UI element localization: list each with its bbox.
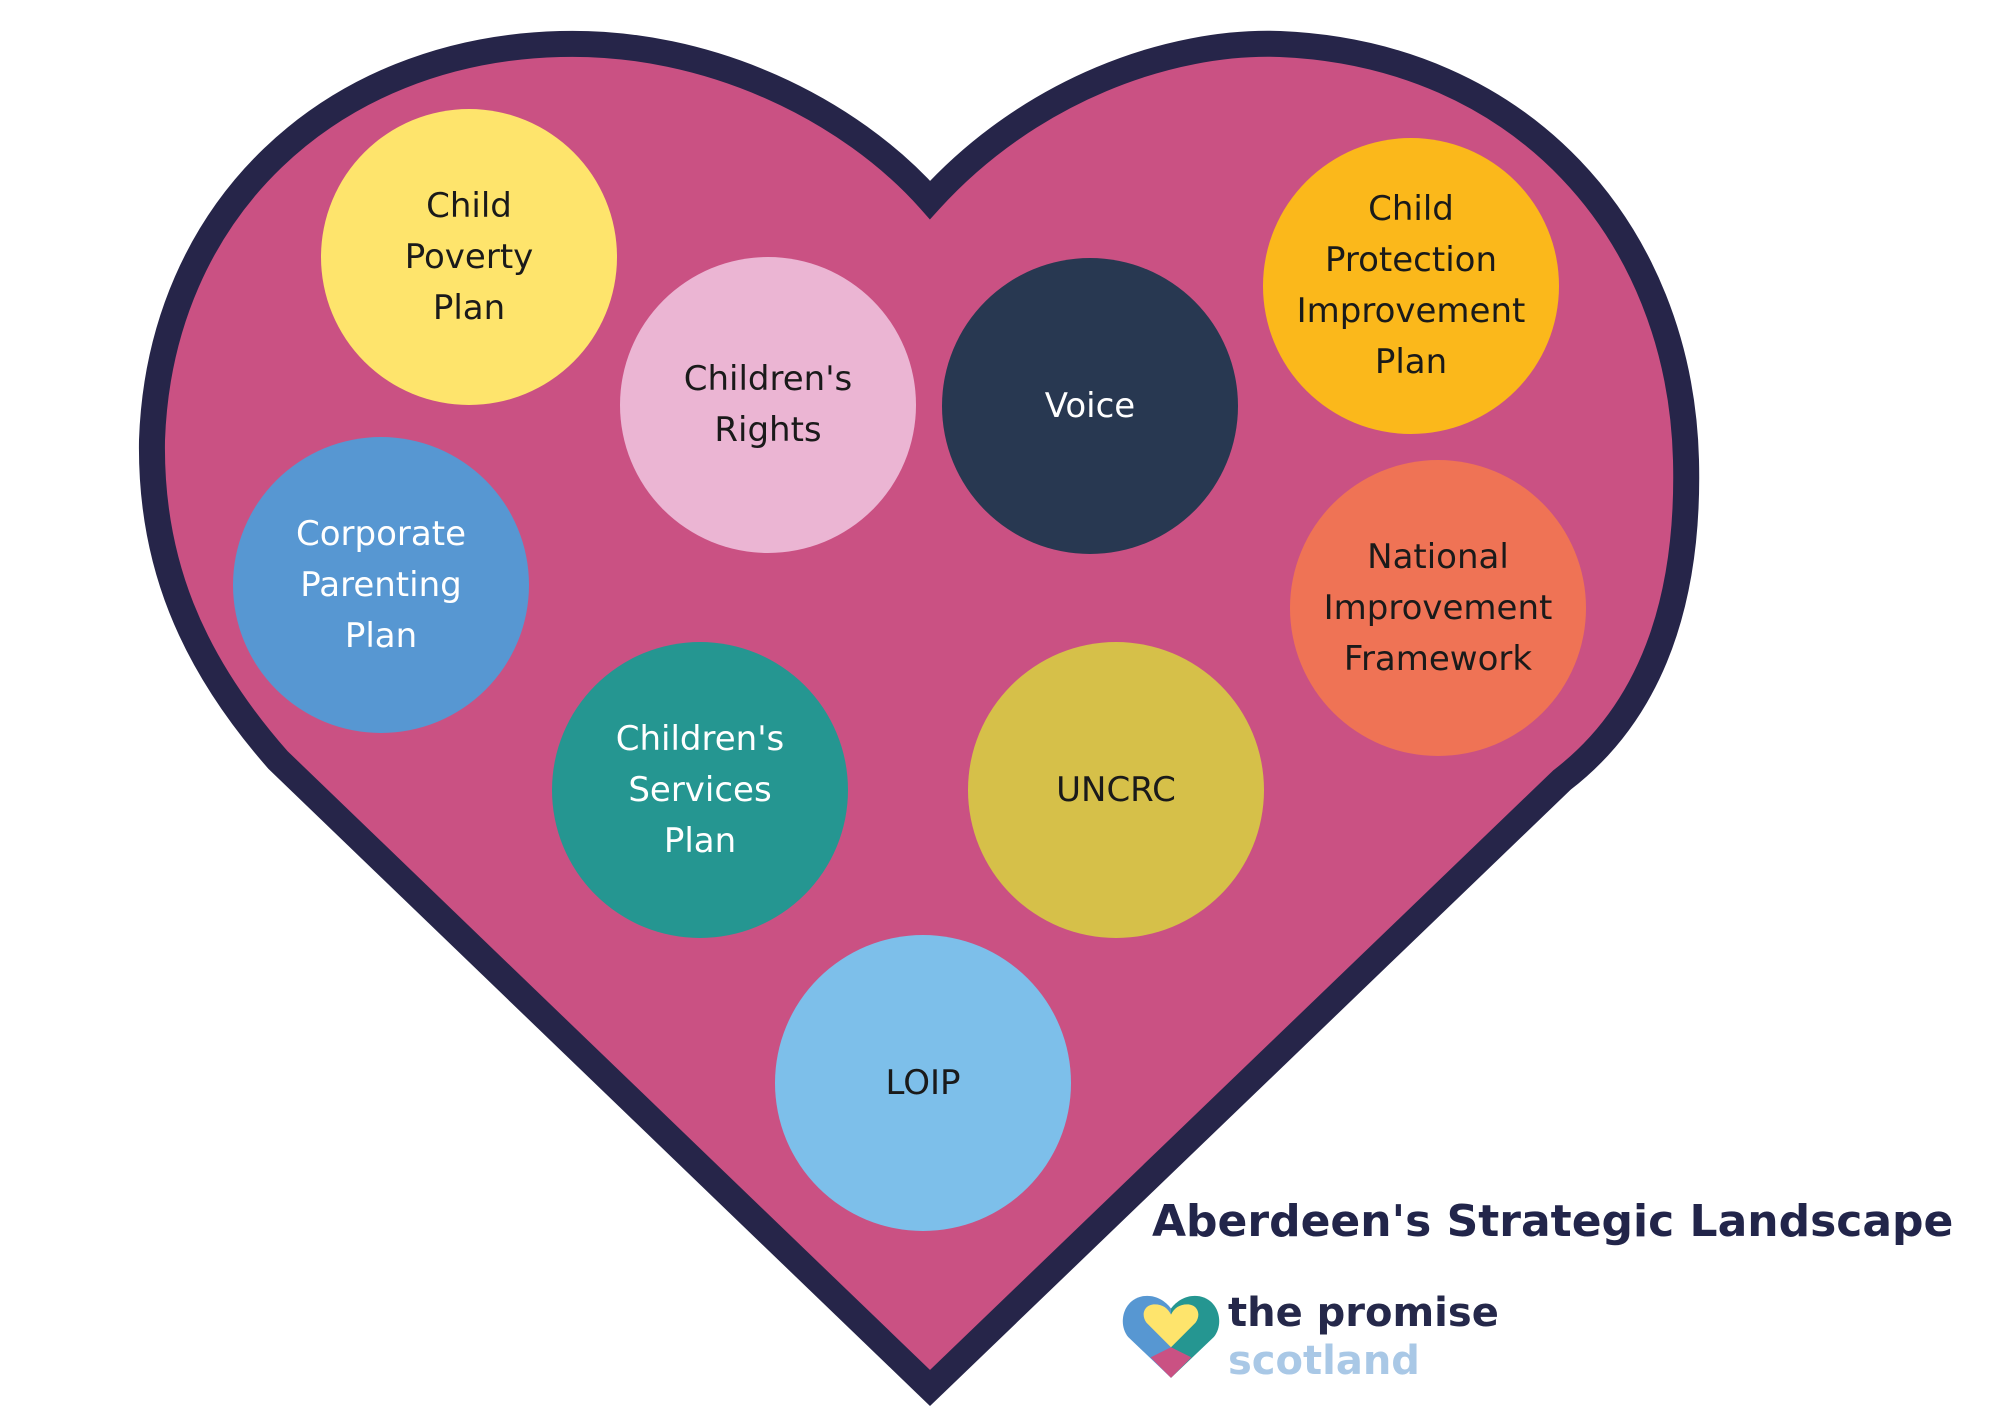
bubble-uncrc: UNCRC xyxy=(968,642,1264,938)
bubble-voice: Voice xyxy=(942,258,1238,554)
bubble-label-child-protection-improvement-plan: Child Protection Improvement Plan xyxy=(1296,189,1526,382)
logo-bottom-point xyxy=(1150,1347,1192,1378)
promise-heart-logo-icon xyxy=(1122,1295,1220,1378)
bubble-label-loip: LOIP xyxy=(885,1062,961,1103)
bubble-childrens-services-plan: Children's Services Plan xyxy=(552,642,848,938)
bubble-label-childrens-rights: Children's Rights xyxy=(683,359,853,450)
bubble-child-poverty-plan: Child Poverty Plan xyxy=(321,109,617,405)
bubble-label-corporate-parenting-plan: Corporate Parenting Plan xyxy=(296,513,466,656)
bubble-childrens-rights: Children's Rights xyxy=(620,257,916,553)
bubble-label-uncrc: UNCRC xyxy=(1056,769,1176,810)
bubble-corporate-parenting-plan: Corporate Parenting Plan xyxy=(233,437,529,733)
bubble-child-protection-improvement-plan: Child Protection Improvement Plan xyxy=(1263,138,1559,434)
bubble-loip: LOIP xyxy=(775,935,1071,1231)
bubble-label-national-improvement-framework: National Improvement Framework xyxy=(1323,536,1553,679)
bubble-label-childrens-services-plan: Children's Services Plan xyxy=(615,718,785,861)
brand-name-the-promise: the promise xyxy=(1228,1290,1499,1336)
logo-center-heart xyxy=(1143,1304,1199,1348)
page-title: Aberdeen's Strategic Landscape xyxy=(1152,1196,1954,1247)
bubble-national-improvement-framework: National Improvement Framework xyxy=(1290,460,1586,756)
brand-name-scotland: scotland xyxy=(1228,1338,1420,1384)
bubble-label-voice: Voice xyxy=(1044,385,1136,426)
bubble-label-child-poverty-plan: Child Poverty Plan xyxy=(404,185,534,328)
